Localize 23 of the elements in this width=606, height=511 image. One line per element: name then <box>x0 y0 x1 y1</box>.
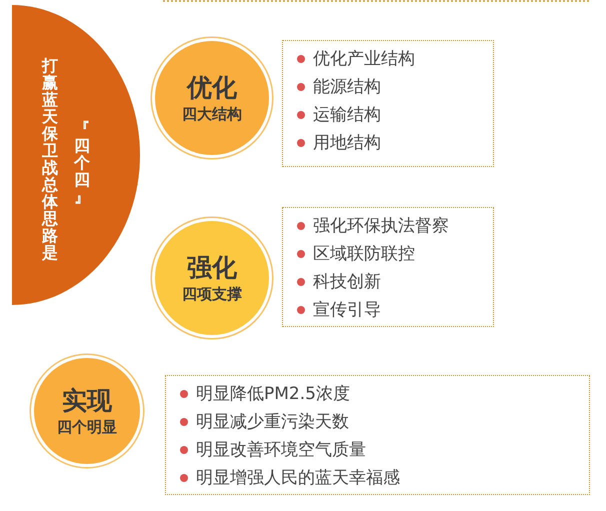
list-item: 明显降低PM2.5浓度 <box>180 380 350 408</box>
circle-subheading: 四个明显 <box>57 417 117 437</box>
circle-subheading: 四大结构 <box>182 104 242 124</box>
list-item: 宣传引导 <box>297 296 381 324</box>
list-item: 科技创新 <box>297 268 381 296</box>
circle-heading: 优化 <box>187 72 237 104</box>
list-item: 能源结构 <box>297 73 381 101</box>
dotted-list-box <box>282 40 494 167</box>
list-item: 强化环保执法督察 <box>297 212 449 240</box>
list-item: 用地结构 <box>297 129 381 157</box>
circle-heading: 实现 <box>62 385 112 417</box>
list-item: 优化产业结构 <box>297 45 415 73</box>
circle-heading: 强化 <box>187 252 237 284</box>
list-item: 明显改善环境空气质量 <box>180 436 366 464</box>
list-item: 区域联防联控 <box>297 240 415 268</box>
circle-subheading: 四项支撑 <box>182 284 242 304</box>
list-item: 运输结构 <box>297 101 381 129</box>
dotted-list-box <box>282 207 494 327</box>
dotted-list-box <box>165 375 590 495</box>
list-item: 明显增强人民的蓝天幸福感 <box>180 464 400 492</box>
list-item: 明显减少重污染天数 <box>180 408 349 436</box>
vertical-subtitle: 『四个四』 <box>74 120 90 205</box>
vertical-title: 打赢蓝天保卫战总体思路是 <box>42 57 58 261</box>
